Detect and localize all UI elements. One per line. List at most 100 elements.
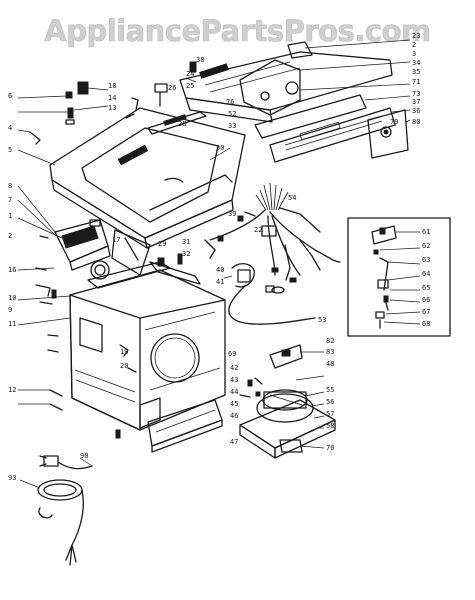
console-end-cap bbox=[367, 109, 409, 159]
callout-label: 6 bbox=[8, 92, 12, 100]
callout-label: 52 bbox=[228, 110, 236, 118]
callout-label: 63 bbox=[422, 256, 430, 264]
callout-label: 32 bbox=[182, 250, 190, 258]
callout-label: 40 bbox=[216, 266, 224, 274]
callout-label: 23 bbox=[412, 32, 420, 40]
callout-label: 38 bbox=[196, 56, 204, 64]
callout-label: 82 bbox=[326, 337, 334, 345]
callout-label: 20 bbox=[120, 362, 128, 370]
callout-label: 8 bbox=[8, 182, 12, 190]
control-panel bbox=[254, 94, 396, 163]
callout-label: 73 bbox=[412, 90, 420, 98]
callout-label: 76 bbox=[226, 98, 234, 106]
callout-label: 83 bbox=[326, 348, 334, 356]
cabinet bbox=[69, 269, 226, 431]
callout-label: 12 bbox=[8, 386, 16, 394]
left-fasteners bbox=[29, 91, 139, 145]
motor-base bbox=[239, 389, 336, 459]
motor-clips bbox=[239, 344, 303, 398]
callout-label: 44 bbox=[230, 388, 238, 396]
callout-label: 36 bbox=[412, 107, 420, 115]
callout-label: 48 bbox=[326, 360, 334, 368]
lid-seal bbox=[149, 174, 233, 211]
callout-label: 7 bbox=[8, 196, 12, 204]
callout-label: 39 bbox=[228, 210, 236, 218]
callout-label: 30 bbox=[216, 144, 224, 152]
callout-label: 64 bbox=[422, 270, 430, 278]
callout-label: 65 bbox=[422, 284, 430, 292]
wire-connector-group bbox=[204, 211, 256, 259]
callout-label: 93 bbox=[8, 474, 16, 482]
callout-label: 5 bbox=[8, 146, 12, 154]
callout-label: 35 bbox=[412, 68, 420, 76]
callout-label: 31 bbox=[182, 238, 190, 246]
callout-label: 56 bbox=[326, 398, 334, 406]
callout-label: 46 bbox=[230, 412, 238, 420]
callout-label: 53 bbox=[318, 316, 326, 324]
cabinet-top-flange bbox=[87, 253, 201, 289]
toe-panel bbox=[147, 399, 223, 453]
callout-label: 16 bbox=[8, 266, 16, 274]
callout-label: 22 bbox=[254, 226, 262, 234]
callout-label: 80 bbox=[412, 118, 420, 126]
dispenser-assembly bbox=[54, 219, 111, 271]
callout-label: 37 bbox=[412, 98, 420, 106]
callout-label: 29 bbox=[158, 240, 166, 248]
callout-label: 11 bbox=[8, 320, 16, 328]
callout-label: 34 bbox=[412, 59, 420, 67]
leader-lines bbox=[17, 39, 421, 489]
cabinet-top bbox=[49, 107, 246, 249]
callout-label: 90 bbox=[80, 452, 88, 460]
callout-label: 18 bbox=[108, 82, 116, 90]
callout-label: 67 bbox=[422, 308, 430, 316]
callout-label: 62 bbox=[422, 242, 430, 250]
callout-label: 33 bbox=[228, 122, 236, 130]
drain-hose bbox=[228, 284, 316, 325]
callout-label: 68 bbox=[422, 320, 430, 328]
callout-label: 2 bbox=[412, 41, 416, 49]
fill-ring bbox=[90, 260, 110, 280]
console-clips bbox=[77, 61, 197, 107]
cabinet-side-screws bbox=[47, 334, 137, 439]
callout-label: 19 bbox=[120, 348, 128, 356]
callouts: 23 2 3 38 34 35 24 25 71 73 76 37 36 52 … bbox=[8, 32, 430, 482]
callout-label: 69 bbox=[228, 350, 236, 358]
callout-label: 57 bbox=[326, 410, 334, 418]
callout-label: 79 bbox=[390, 118, 398, 126]
callout-label: 24 bbox=[186, 70, 194, 78]
control-console bbox=[179, 51, 393, 123]
callout-label: 55 bbox=[326, 386, 334, 394]
callout-label: 10 bbox=[8, 294, 16, 302]
callout-label: 61 bbox=[422, 228, 430, 236]
callout-label: 43 bbox=[230, 376, 238, 384]
callout-label: 4 bbox=[8, 124, 12, 132]
callout-label: 17 bbox=[112, 236, 120, 244]
callout-label: 47 bbox=[230, 438, 238, 446]
callout-label: 45 bbox=[230, 400, 238, 408]
callout-label: 2 bbox=[8, 232, 12, 240]
console-brackets bbox=[239, 41, 313, 116]
callout-label: 66 bbox=[422, 296, 430, 304]
callout-label: 41 bbox=[216, 278, 224, 286]
hose-clamp bbox=[265, 285, 285, 294]
water-valve bbox=[223, 263, 255, 288]
callout-label: 42 bbox=[230, 364, 238, 372]
inset-panel bbox=[347, 217, 451, 337]
callout-label: 3 bbox=[412, 50, 416, 58]
foot-pad bbox=[279, 439, 303, 453]
callout-label: 58 bbox=[326, 422, 334, 430]
callout-label: 13 bbox=[108, 104, 116, 112]
callout-label: 70 bbox=[326, 444, 334, 452]
callout-label: 14 bbox=[108, 94, 116, 102]
callout-label: 25 bbox=[186, 82, 194, 90]
power-cord bbox=[37, 455, 93, 566]
callout-label: 71 bbox=[412, 78, 420, 86]
small-screws-left bbox=[35, 235, 57, 305]
wire-harness bbox=[209, 182, 341, 283]
callout-label: 9 bbox=[8, 306, 12, 314]
callout-label: 1 bbox=[8, 212, 12, 220]
lid-hinge bbox=[147, 111, 207, 135]
callout-label: 54 bbox=[288, 194, 296, 202]
